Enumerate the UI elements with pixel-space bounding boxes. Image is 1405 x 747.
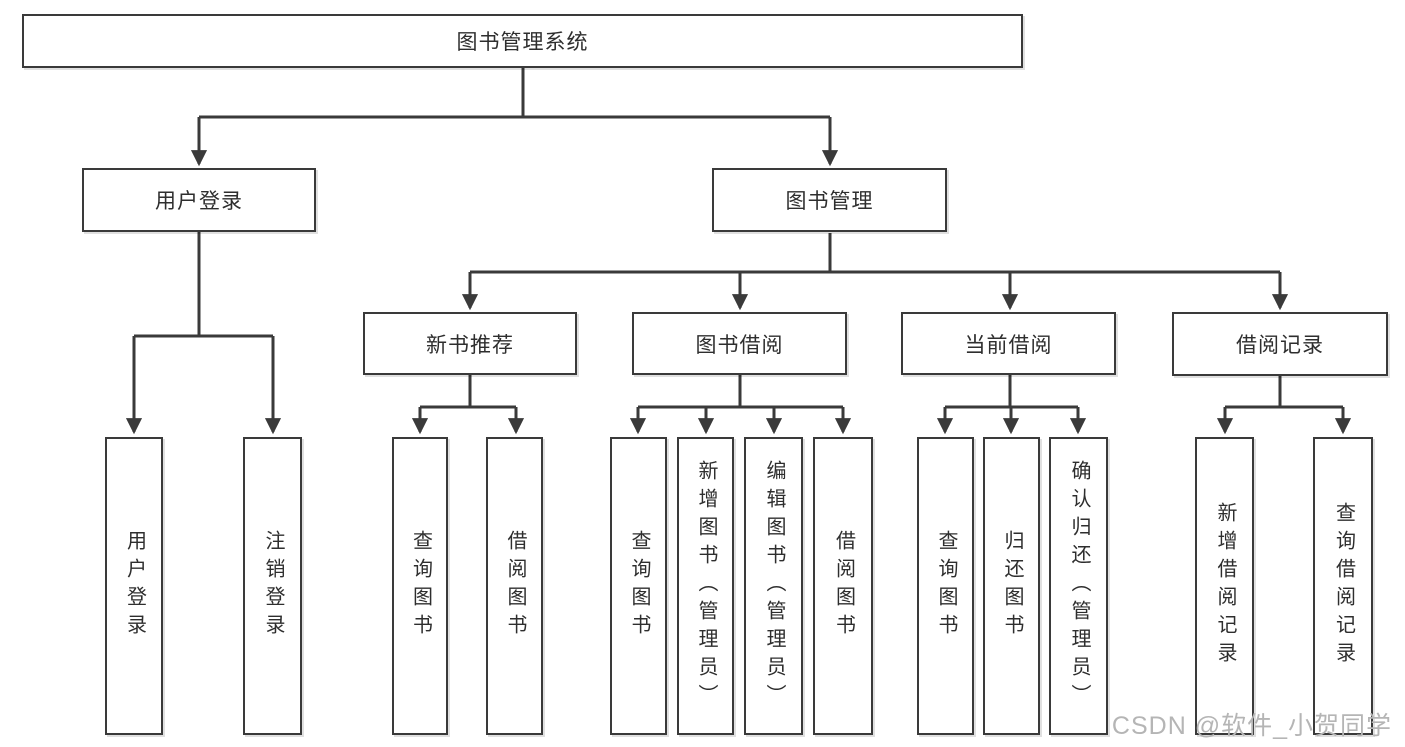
leaf-borrow-book-2-label: 借阅图书 — [832, 530, 855, 642]
csdn-watermark: CSDN @软件_小贺同学 — [1111, 712, 1392, 740]
node-current-borrow-label: 当前借阅 — [964, 333, 1053, 357]
leaf-query-book-1-label: 查询图书 — [409, 530, 432, 642]
leaf-query-book-3-label: 查询图书 — [935, 530, 957, 642]
leaf-confirm-return-admin: 确认归还（管理员） — [1049, 437, 1108, 735]
leaf-edit-book-admin-label: 编辑图书（管理员） — [763, 460, 785, 712]
leaf-add-book-admin-label: 新增图书（管理员） — [695, 460, 717, 712]
leaf-query-book-3: 查询图书 — [917, 437, 974, 735]
node-book-borrow-label: 图书借阅 — [695, 333, 784, 357]
leaf-return-book: 归还图书 — [983, 437, 1040, 735]
node-borrow-records-label: 借阅记录 — [1236, 334, 1324, 357]
node-current-borrow: 当前借阅 — [901, 312, 1116, 375]
node-new-book-recommend: 新书推荐 — [363, 312, 577, 375]
node-book-management-label: 图书管理 — [785, 190, 874, 213]
node-book-borrow: 图书借阅 — [632, 312, 847, 375]
node-root: 图书管理系统 — [22, 14, 1023, 68]
leaf-logout: 注销登录 — [243, 437, 302, 735]
node-root-label: 图书管理系统 — [456, 31, 589, 54]
node-user-login: 用户登录 — [82, 168, 316, 232]
leaf-query-borrow-record: 查询借阅记录 — [1313, 437, 1373, 735]
node-book-management: 图书管理 — [712, 168, 947, 232]
leaf-add-borrow-record: 新增借阅记录 — [1195, 437, 1254, 735]
leaf-user-login: 用户登录 — [105, 437, 163, 735]
leaf-edit-book-admin: 编辑图书（管理员） — [744, 437, 803, 735]
leaf-add-borrow-record-label: 新增借阅记录 — [1214, 502, 1236, 670]
leaf-borrow-book-1-label: 借阅图书 — [504, 530, 526, 642]
leaf-query-borrow-record-label: 查询借阅记录 — [1332, 502, 1355, 670]
leaf-user-login-label: 用户登录 — [123, 530, 146, 642]
leaf-logout-label: 注销登录 — [262, 530, 284, 642]
node-new-book-recommend-label: 新书推荐 — [426, 333, 514, 357]
leaf-return-book-label: 归还图书 — [1001, 530, 1023, 642]
leaf-borrow-book-2: 借阅图书 — [813, 437, 873, 735]
leaf-query-book-2: 查询图书 — [610, 437, 667, 735]
leaf-query-book-2-label: 查询图书 — [628, 530, 650, 642]
leaf-confirm-return-admin-label: 确认归还（管理员） — [1068, 460, 1090, 712]
node-borrow-records: 借阅记录 — [1172, 312, 1388, 376]
leaf-borrow-book-1: 借阅图书 — [486, 437, 543, 735]
leaf-query-book-1: 查询图书 — [392, 437, 448, 735]
leaf-add-book-admin: 新增图书（管理员） — [677, 437, 734, 735]
node-user-login-label: 用户登录 — [155, 190, 243, 213]
